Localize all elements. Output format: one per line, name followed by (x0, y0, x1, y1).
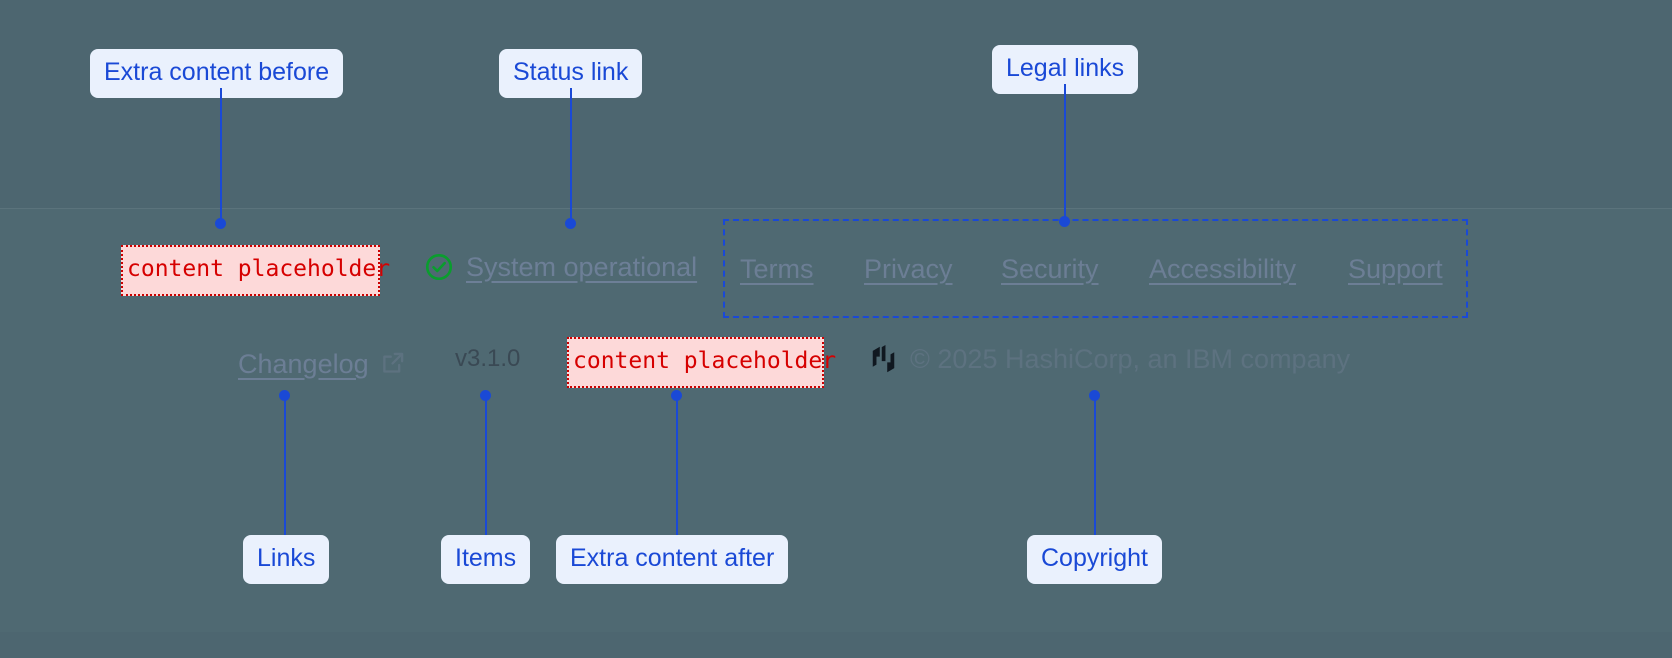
version-label: v3.1.0 (455, 345, 521, 372)
leader-dot-legal-links (1059, 216, 1070, 227)
changelog-label: Changelog (238, 349, 369, 379)
changelog-link[interactable]: Changelog (238, 345, 407, 378)
brand-copyright-group: © 2025 HashiCorp, an IBM company (869, 344, 1350, 375)
leader-dot-extra-content-before (215, 218, 226, 229)
extra-content-before-placeholder: content placeholder (121, 245, 390, 296)
leader-line-extra-content-after (676, 396, 678, 536)
check-circle-icon (425, 253, 453, 281)
leader-dot-links (279, 390, 290, 401)
status-link[interactable]: System operational (424, 252, 697, 282)
leader-dot-status-link (565, 218, 576, 229)
callout-copyright: Copyright (1027, 535, 1162, 584)
callout-extra-content-after: Extra content after (556, 535, 789, 584)
leader-dot-items (480, 390, 491, 401)
callout-extra-content-before: Extra content before (90, 49, 344, 98)
legal-link-terms[interactable]: Terms (740, 254, 814, 284)
leader-line-links (284, 396, 286, 536)
leader-dot-extra-content-after (671, 390, 682, 401)
leader-line-status-link (570, 88, 572, 223)
callout-items: Items (441, 535, 531, 584)
leader-dot-copyright (1089, 390, 1100, 401)
external-link-icon (382, 352, 403, 373)
legal-link-privacy[interactable]: Privacy (864, 254, 953, 284)
leader-line-items (485, 396, 487, 536)
callout-links: Links (243, 535, 330, 584)
legal-link-support[interactable]: Support (1348, 254, 1443, 284)
leader-line-legal-links (1064, 84, 1066, 221)
status-link-label: System operational (466, 251, 698, 282)
legal-link-accessibility[interactable]: Accessibility (1149, 254, 1297, 284)
copyright-label: © 2025 HashiCorp, an IBM company (910, 344, 1351, 374)
hashicorp-logo (872, 345, 895, 373)
leader-line-extra-content-before (220, 88, 222, 223)
legal-link-security[interactable]: Security (1001, 254, 1099, 284)
legal-links-highlight-box (723, 219, 1468, 318)
extra-content-after-placeholder: content placeholder (567, 337, 836, 388)
leader-line-copyright (1094, 396, 1096, 536)
